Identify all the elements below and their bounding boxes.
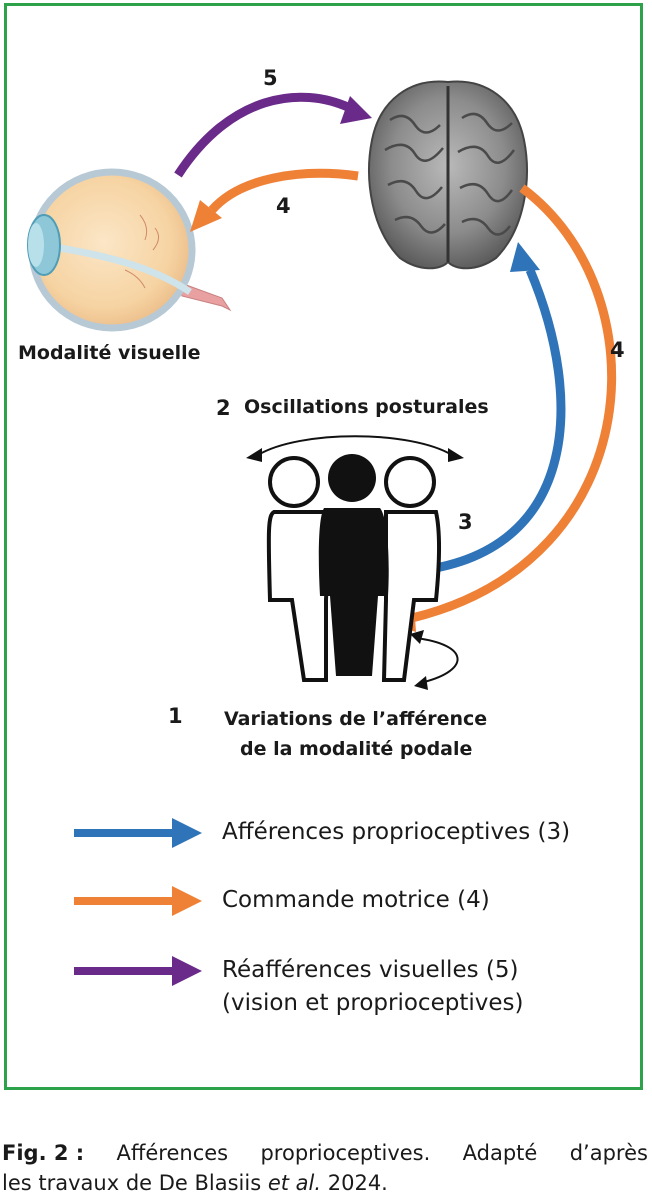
label-visual-modality: Modalité visuelle [18, 342, 201, 364]
label-podal-line2: de la modalité podale [240, 738, 473, 760]
diagram-canvas [27, 80, 617, 986]
caption-line2-em: et al. [267, 1171, 322, 1195]
oscillation-arrowhead-left [246, 448, 262, 462]
podal-arrowhead-top [410, 630, 424, 644]
legend-label-visual-reafference: Réafférences visuelles (5) [222, 957, 519, 983]
figure-caption: Fig. 2 : Afférences proprioceptives. Ada… [2, 1138, 648, 1198]
label-podal-line1: Variations de l’afférence [224, 708, 488, 730]
oscillation-arrowhead-right [448, 448, 464, 462]
caption-line2-post: 2024. [321, 1171, 388, 1195]
arrow-5-head [340, 96, 372, 124]
caption-word-4: d’après [569, 1141, 648, 1165]
arrow-4-eye-orange [208, 168, 359, 214]
brain-illustration [368, 80, 528, 270]
legend-arrow-purple [74, 956, 202, 986]
legend-label-visual-reafference-line2: (vision et proprioceptives) [222, 990, 524, 1016]
arrow-4-eye-head [190, 200, 222, 232]
oscillation-arc [257, 435, 453, 456]
podal-curved-arrow [415, 637, 459, 683]
label-postural-oscillations: Oscillations posturales [244, 396, 489, 418]
legend-arrow-orange [74, 886, 202, 916]
figure-frame [4, 3, 643, 1090]
number-5: 5 [263, 66, 278, 90]
caption-fig-label: Fig. 2 : [2, 1141, 85, 1165]
caption-word-1: Afférences [116, 1141, 229, 1165]
caption-word-2: proprioceptives. [260, 1141, 431, 1165]
caption-word-3: Adapté [462, 1141, 538, 1165]
caption-line2-pre: les travaux de De Blasiis [2, 1171, 268, 1195]
legend-arrow-blue [74, 818, 202, 848]
legend-label-motor-command: Commande motrice (4) [222, 887, 490, 913]
person-figures [266, 454, 441, 682]
number-3: 3 [458, 510, 473, 534]
legend-label-proprioceptive: Afférences proprioceptives (3) [222, 819, 571, 845]
number-1: 1 [168, 704, 183, 728]
eye-illustration [27, 168, 232, 332]
arrow-3-head [510, 242, 540, 272]
number-4-right: 4 [610, 338, 625, 362]
number-4-eye: 4 [276, 194, 291, 218]
arrow-5-purple [174, 92, 352, 178]
podal-arrowhead-bottom [414, 676, 428, 690]
number-2: 2 [216, 396, 231, 420]
arrow-3-blue [403, 268, 566, 577]
arrow-4-body-orange [410, 184, 617, 623]
